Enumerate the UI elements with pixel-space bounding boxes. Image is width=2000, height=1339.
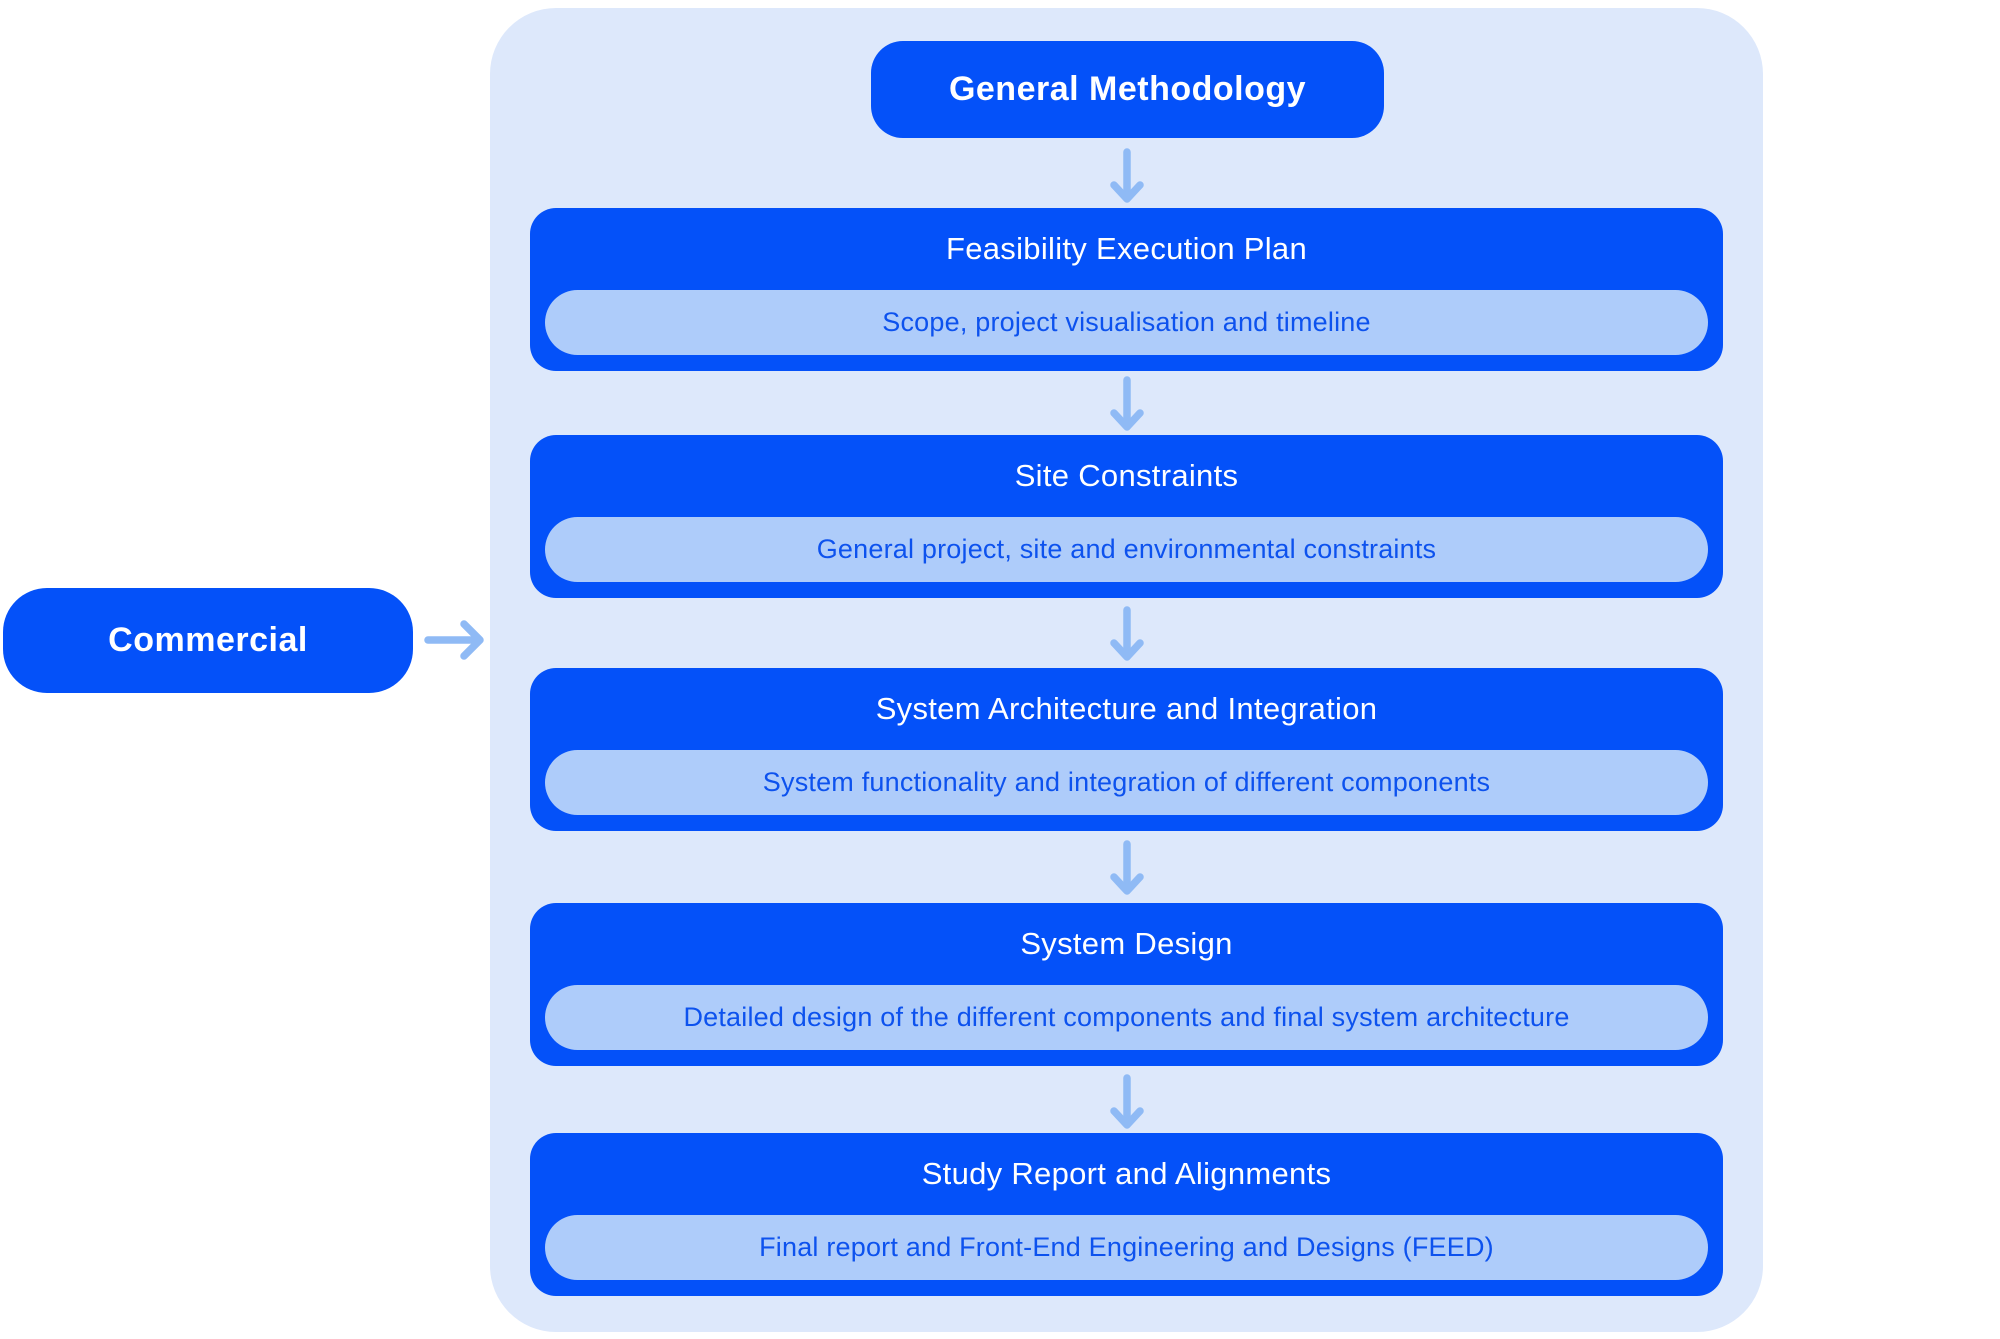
- diagram-title-pill: General Methodology: [871, 41, 1384, 138]
- methodology-container: General Methodology Feasibility Executio…: [490, 8, 1763, 1332]
- step-subtitle: System functionality and integration of …: [762, 767, 1491, 797]
- step-subtitle: Scope, project visualisation and timelin…: [882, 307, 1371, 337]
- right-arrow-icon: [424, 614, 486, 666]
- down-arrow-icon: [1107, 148, 1147, 204]
- step-subtitle-pill: General project, site and environmental …: [545, 517, 1708, 582]
- step-subtitle: General project, site and environmental …: [816, 534, 1437, 564]
- down-arrow-icon: [1107, 840, 1147, 896]
- step-title: Feasibility Execution Plan: [945, 231, 1308, 266]
- down-arrow-icon: [1107, 606, 1147, 662]
- commercial-label: Commercial: [108, 621, 308, 659]
- step-title: Site Constraints: [1014, 458, 1239, 493]
- step-subtitle: Detailed design of the different compone…: [683, 1002, 1570, 1032]
- down-arrow-icon: [1107, 1074, 1147, 1130]
- step-subtitle-pill: Scope, project visualisation and timelin…: [545, 290, 1708, 355]
- step-subtitle-pill: Detailed design of the different compone…: [545, 985, 1708, 1050]
- commercial-box: Commercial: [3, 588, 413, 693]
- step-site-constraints: Site Constraints General project, site a…: [530, 435, 1723, 598]
- step-subtitle-pill: System functionality and integration of …: [545, 750, 1708, 815]
- step-subtitle: Final report and Front-End Engineering a…: [759, 1232, 1494, 1262]
- step-title: Study Report and Alignments: [921, 1156, 1332, 1191]
- diagram-title: General Methodology: [948, 70, 1307, 108]
- step-system-architecture-and-integration: System Architecture and Integration Syst…: [530, 668, 1723, 831]
- step-system-design: System Design Detailed design of the dif…: [530, 903, 1723, 1066]
- step-study-report-and-alignments: Study Report and Alignments Final report…: [530, 1133, 1723, 1296]
- step-title: System Architecture and Integration: [875, 691, 1378, 726]
- step-title: System Design: [1020, 926, 1233, 961]
- step-feasibility-execution-plan: Feasibility Execution Plan Scope, projec…: [530, 208, 1723, 371]
- step-subtitle-pill: Final report and Front-End Engineering a…: [545, 1215, 1708, 1280]
- down-arrow-icon: [1107, 376, 1147, 432]
